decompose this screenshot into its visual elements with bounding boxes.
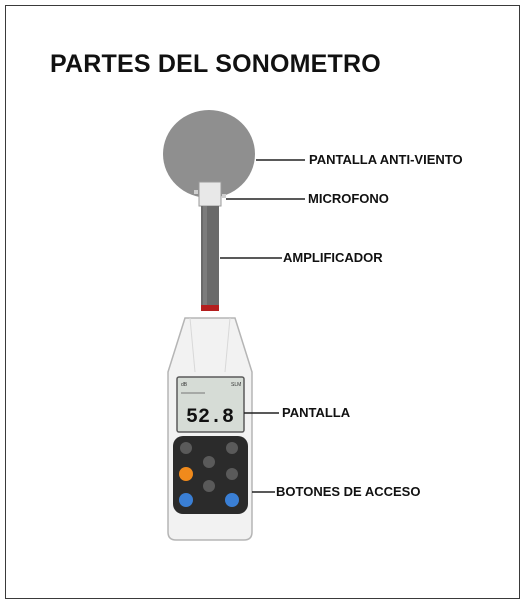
max-min-button: [203, 456, 215, 468]
svg-text:SLM: SLM: [231, 382, 241, 388]
down-button: [225, 493, 239, 507]
label-windscreen: PANTALLA ANTI-VIENTO: [309, 152, 463, 167]
svg-text:dB: dB: [181, 382, 188, 388]
windscreen-ball: [163, 110, 255, 198]
label-microphone: MICROFONO: [308, 191, 389, 206]
amplifier-red-ring: [201, 305, 219, 311]
diagram-title: PARTES DEL SONOMETRO: [50, 50, 381, 78]
mode-button: [226, 442, 238, 454]
hold-button: [203, 480, 215, 492]
lcd-screen: [176, 376, 245, 433]
up-button: [179, 493, 193, 507]
label-display: PANTALLA: [282, 405, 351, 420]
label-amplifier: AMPLIFICADOR: [283, 250, 383, 265]
diagram-frame: [5, 5, 520, 599]
microphone-capsule: [198, 181, 222, 207]
setup-button: [226, 468, 238, 480]
label-buttons: BOTONES DE ACCESO: [276, 484, 421, 499]
power-button: [180, 442, 192, 454]
lcd-reading: 52.8: [186, 406, 234, 429]
backlight-button: [179, 467, 193, 481]
